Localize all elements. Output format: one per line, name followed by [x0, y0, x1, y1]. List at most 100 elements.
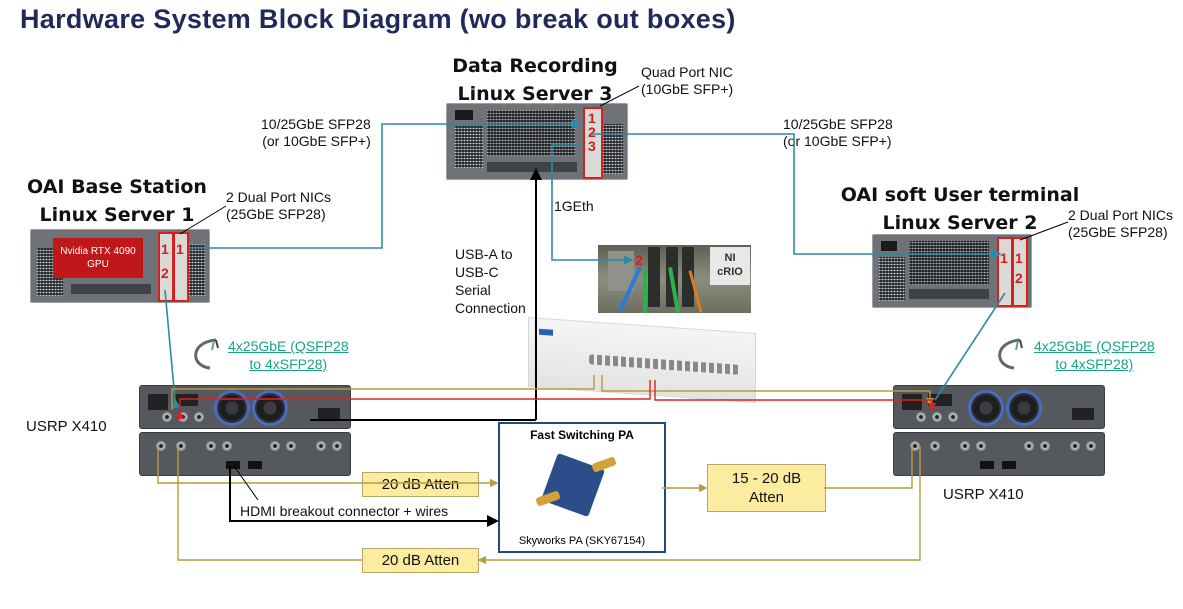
pa-title: Fast Switching PA — [530, 428, 634, 442]
cable-svg — [998, 338, 1023, 370]
usb-label: USB-A to USB-C Serial Connection — [455, 245, 526, 317]
coax-port — [930, 441, 940, 451]
cable-icon — [186, 336, 222, 372]
qsfp-wire-left — [164, 289, 181, 409]
coax-port — [932, 412, 942, 422]
nic-port-label: 1 — [1000, 250, 1008, 266]
server3-chassis: 1 2 3 — [446, 103, 628, 180]
cable-svg — [194, 338, 219, 370]
nic-port-label: 2 — [1015, 270, 1023, 286]
label-line: (25GbE SFP28) — [226, 206, 326, 222]
coax-port — [1040, 441, 1050, 451]
hdmi-port — [1002, 461, 1016, 469]
label-line: Atten — [748, 489, 785, 506]
coax-port — [332, 441, 342, 451]
vent-grill — [909, 241, 989, 285]
pa-box: Fast Switching PA Skyworks PA (SKY67154) — [498, 422, 666, 553]
server3-title: Data Recording Linux Server 3 — [440, 52, 630, 108]
coax-port — [1070, 441, 1080, 451]
nic-pointer-server1 — [179, 205, 227, 235]
server1-title-line2: Linux Server 1 — [39, 204, 195, 226]
rf-tx-wire — [157, 446, 499, 488]
return-attenuator: 20 dB Atten — [362, 548, 479, 573]
coax-port — [960, 441, 970, 451]
coax-port — [976, 441, 986, 451]
eth-wire-server3-crio — [551, 144, 634, 265]
nic-port-label: 2 — [161, 265, 169, 281]
hdmi-label: HDMI breakout connector + wires — [240, 503, 449, 519]
server2-nic-label: 2 Dual Port NICs (25GbE SFP28) — [1068, 207, 1173, 241]
rf-return-wire — [477, 446, 921, 565]
qsfp-left-link[interactable]: 4x25GbE (QSFP28 to 4xSFP28) — [228, 337, 349, 373]
vent-grill — [879, 257, 905, 301]
label-line: (10GbE SFP+) — [641, 81, 734, 97]
ethernet-port — [318, 408, 340, 420]
usrp-left-top — [139, 385, 351, 429]
vent-grill — [455, 126, 483, 168]
crio-label: NI cRIO — [710, 247, 750, 285]
coax-port — [222, 441, 232, 451]
hdmi-port — [226, 461, 240, 469]
usrp-right-top — [893, 385, 1105, 429]
power-socket-icon — [455, 110, 473, 120]
fan-icon — [968, 390, 1004, 426]
crio-port-label: 2 — [635, 252, 643, 268]
label-line: 10/25GbE SFP28 — [783, 116, 893, 132]
label-line: to 4xSFP28) — [249, 356, 328, 372]
usrp-right-label: USRP X410 — [943, 486, 1024, 503]
crio-photo: 2 NI cRIO — [598, 245, 751, 313]
hdmi-port — [980, 461, 994, 469]
nic-pointer-server3 — [599, 85, 640, 107]
label-line: NI — [724, 252, 736, 264]
nic-port-label: 1 — [1015, 250, 1023, 266]
rf-return-wire-left — [177, 446, 362, 561]
label-line: (25GbE SFP28) — [1068, 224, 1168, 240]
usrp-left-bottom — [139, 432, 351, 476]
eth-wire-server1-server3 — [189, 119, 582, 249]
fan-icon — [252, 390, 288, 426]
server1-nic-label: 2 Dual Port NICs (25GbE SFP28) — [226, 189, 331, 223]
server1-title: OAI Base Station Linux Server 1 — [22, 173, 212, 229]
label-line: 4x25GbE (QSFP28 — [228, 338, 349, 354]
rf-rx-wire — [824, 446, 913, 489]
crio-module — [682, 247, 694, 307]
qsfp-port — [148, 394, 168, 410]
server2-chassis: 1 1 2 — [872, 234, 1032, 308]
label-line: 10/25GbE SFP28 — [261, 116, 371, 132]
label-line: USB-C — [455, 264, 499, 280]
gpu-label: Nvidia RTX 4090 — [60, 246, 136, 257]
usrp-right-bottom — [893, 432, 1105, 476]
coax-port — [162, 412, 172, 422]
coax-port — [206, 441, 216, 451]
fan-icon — [1006, 390, 1042, 426]
nic-port-label: 3 — [588, 138, 596, 154]
eth-wire-server3-server2 — [591, 133, 1002, 259]
io-panel — [909, 289, 989, 299]
right-sfp-label: 10/25GbE SFP28 (or 10GbE SFP+) — [783, 116, 893, 150]
label-line: cRIO — [717, 266, 743, 278]
label-line: 2 Dual Port NICs — [1068, 207, 1174, 223]
nic-port-label: 1 — [176, 241, 184, 257]
ethernet-port — [1072, 408, 1094, 420]
left-sfp-label: 10/25GbE SFP28 (or 10GbE SFP+) — [261, 116, 371, 150]
power-socket-icon — [881, 241, 897, 251]
server3-quad-nic: 1 2 3 — [583, 107, 603, 179]
green-cable — [643, 270, 647, 313]
nic-pointer-server2 — [1019, 221, 1069, 241]
nic-port-label: 1 — [588, 110, 596, 126]
qsfp-right-link[interactable]: 4x25GbE (QSFP28 to 4xSFP28) — [1034, 337, 1155, 373]
pa-caption: Skyworks PA (SKY67154) — [518, 535, 646, 547]
coax-port — [1086, 441, 1096, 451]
label-line: to 4xSFP28) — [1055, 356, 1134, 372]
io-panel — [71, 284, 151, 294]
label-line: 4x25GbE (QSFP28 — [1034, 338, 1155, 354]
page-title: Hardware System Block Diagram (wo break … — [20, 4, 736, 34]
label-line: USB-A to — [455, 246, 513, 262]
label-line: Serial — [455, 282, 491, 298]
hdmi-pointer — [233, 465, 259, 501]
server2-nic-2: 1 2 — [1012, 237, 1028, 307]
label-line: 2 Dual Port NICs — [226, 189, 332, 205]
vent-grill — [487, 110, 575, 156]
